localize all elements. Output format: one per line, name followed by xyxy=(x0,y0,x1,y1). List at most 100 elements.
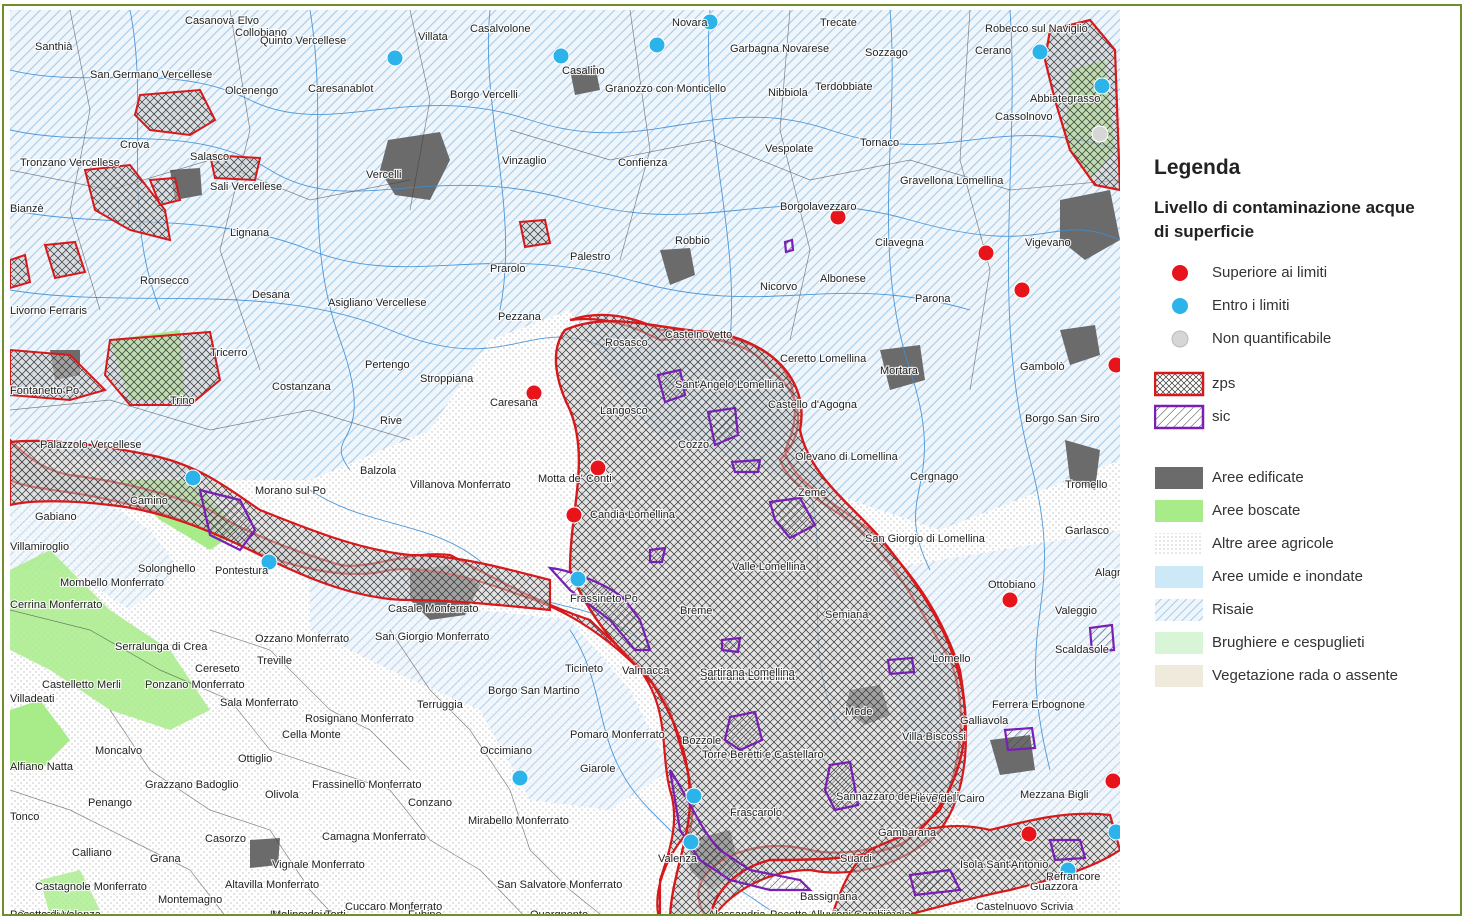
place-label: Pecetto xyxy=(770,909,807,916)
place-label: Villamiroglio xyxy=(10,541,69,553)
place-label: Castagnole Monferrato xyxy=(35,881,147,893)
place-label: Villata xyxy=(418,31,449,43)
grey-dot-icon xyxy=(1171,330,1189,348)
place-label: San Giorgio di Lomellina xyxy=(865,533,986,545)
place-label: Vigevano xyxy=(1025,237,1071,249)
place-label: Olivola xyxy=(265,789,300,801)
place-label: Albonese xyxy=(820,273,866,285)
place-label: Robecco sul Naviglio xyxy=(985,23,1088,35)
legend-item-altre-aree-agricole: Altre aree agricole xyxy=(1154,531,1454,564)
place-label: Quargnento xyxy=(530,909,588,916)
place-label: Collobiano xyxy=(235,27,287,39)
place-label: Ottobiano xyxy=(988,579,1036,591)
red-dot-icon xyxy=(1172,265,1188,281)
place-label: Cerrina Monferrato xyxy=(10,599,102,611)
legend-item-superiore: Superiore ai limiti xyxy=(1154,260,1454,293)
place-label: Gambolò xyxy=(1020,361,1065,373)
place-label: Caresana xyxy=(490,397,539,409)
place-label: Casanova Elvo xyxy=(185,15,259,27)
place-label: Casalino xyxy=(562,65,605,77)
map-legend: Legenda Livello di contaminazione acque … xyxy=(1154,156,1454,696)
place-label: Cozzo xyxy=(678,439,709,451)
place-label: Conzano xyxy=(408,797,452,809)
legend-item-aree-umide: Aree umide e inondate xyxy=(1154,564,1454,597)
place-label: Isola Sant'Antonio xyxy=(960,859,1048,871)
place-label: Vignale xyxy=(874,909,911,916)
legend-label-aree-umide: Aree umide e inondate xyxy=(1212,568,1363,585)
agricultural-swatch-icon xyxy=(1155,533,1203,555)
place-label: Castelnuovo Scrivia xyxy=(976,901,1074,913)
place-label: Tonco xyxy=(10,811,39,823)
place-label: Alagna xyxy=(1095,567,1120,579)
place-label: Portacomaro xyxy=(270,909,333,916)
place-label: Lignana xyxy=(230,227,270,239)
place-label: Ticineto xyxy=(565,663,603,675)
place-label: San Germano Vercellese xyxy=(90,69,212,81)
place-label: Sala Monferrato xyxy=(220,697,298,709)
place-label: Calliano xyxy=(72,847,112,859)
place-label: Parona xyxy=(915,293,951,305)
place-label: Livorno Ferraris xyxy=(10,305,88,317)
place-label: Semiana xyxy=(825,609,869,621)
place-label: Scaldasole xyxy=(1055,644,1109,656)
place-label: Cuccaro Monferrato xyxy=(345,901,442,913)
place-label: Borgolavezzaro xyxy=(780,201,856,213)
place-label: Caresanablot xyxy=(308,83,373,95)
place-label: Cerano xyxy=(975,45,1011,57)
place-label: Pecetto di Valenza xyxy=(10,909,102,916)
place-label: Vercelli xyxy=(366,169,401,181)
place-label: Pezzana xyxy=(498,311,542,323)
place-label: Gravellona Lomellina xyxy=(900,175,1004,187)
place-label: Torre Beretti e Castellaro xyxy=(702,749,824,761)
place-label: Stroppiana xyxy=(420,373,474,385)
place-label: Penango xyxy=(88,797,132,809)
place-label: Tornaco xyxy=(860,137,899,149)
place-label: Robbio xyxy=(675,235,710,247)
place-label: Sozzago xyxy=(865,47,908,59)
place-label: Bianzè xyxy=(10,203,44,215)
place-label: Quinto Vercellese xyxy=(260,35,346,47)
place-label: Villanova Monferrato xyxy=(410,479,511,491)
place-label: Montemagno xyxy=(158,894,222,906)
place-label: Rosignano Monferrato xyxy=(305,713,414,725)
place-label: Sartirana Lomellina xyxy=(700,671,796,683)
place-label: Santhià xyxy=(35,41,73,53)
place-label: Ferrera Erbognone xyxy=(992,699,1085,711)
place-label: Palestro xyxy=(570,251,610,263)
place-label: Cilavegna xyxy=(875,237,925,249)
place-label: Valle Lomellina xyxy=(732,561,807,573)
place-label: Vignale Monferrato xyxy=(272,859,365,871)
place-label: Mirabello Monferrato xyxy=(468,815,569,827)
place-label: Mombello Monferrato xyxy=(60,577,164,589)
place-label: Gambarana xyxy=(878,827,937,839)
place-label: Tronzano Vercellese xyxy=(20,157,120,169)
legend-label-aree-edificate: Aree edificate xyxy=(1212,469,1304,486)
rice-field-swatch-icon xyxy=(1155,599,1203,621)
place-label: Pertengo xyxy=(365,359,410,371)
place-label: San Giorgio Monferrato xyxy=(375,631,489,643)
legend-item-non-quantificabile: Non quantificabile xyxy=(1154,326,1454,359)
legend-label-risaie: Risaie xyxy=(1212,601,1254,618)
place-label: Olcenengo xyxy=(225,85,278,97)
legend-label-sic: sic xyxy=(1212,408,1231,425)
place-label: Borgo Vercelli xyxy=(450,89,518,101)
place-label: Grana xyxy=(150,853,181,865)
place-label: Frassinello Monferrato xyxy=(312,779,421,791)
place-label: Alluvioni Cambiò xyxy=(810,909,892,916)
place-label: Altavilla Monferrato xyxy=(225,879,319,891)
place-label: Rosasco xyxy=(605,337,648,349)
place-label: Giarole xyxy=(580,763,615,775)
wetland-swatch-icon xyxy=(1155,566,1203,588)
red-crosshatch-swatch-icon xyxy=(1154,371,1205,397)
place-label: Galliavola xyxy=(960,715,1009,727)
heath-swatch-icon xyxy=(1155,632,1203,654)
place-label: Vespolate xyxy=(765,143,813,155)
legend-label-altre-aree-agricole: Altre aree agricole xyxy=(1212,535,1334,552)
place-label: Molino dei Torti xyxy=(272,909,346,916)
legend-item-aree-edificate: Aree edificate xyxy=(1154,465,1454,498)
place-label: Candia Lomellina xyxy=(590,509,676,521)
place-label: Casalvolone xyxy=(470,23,531,35)
